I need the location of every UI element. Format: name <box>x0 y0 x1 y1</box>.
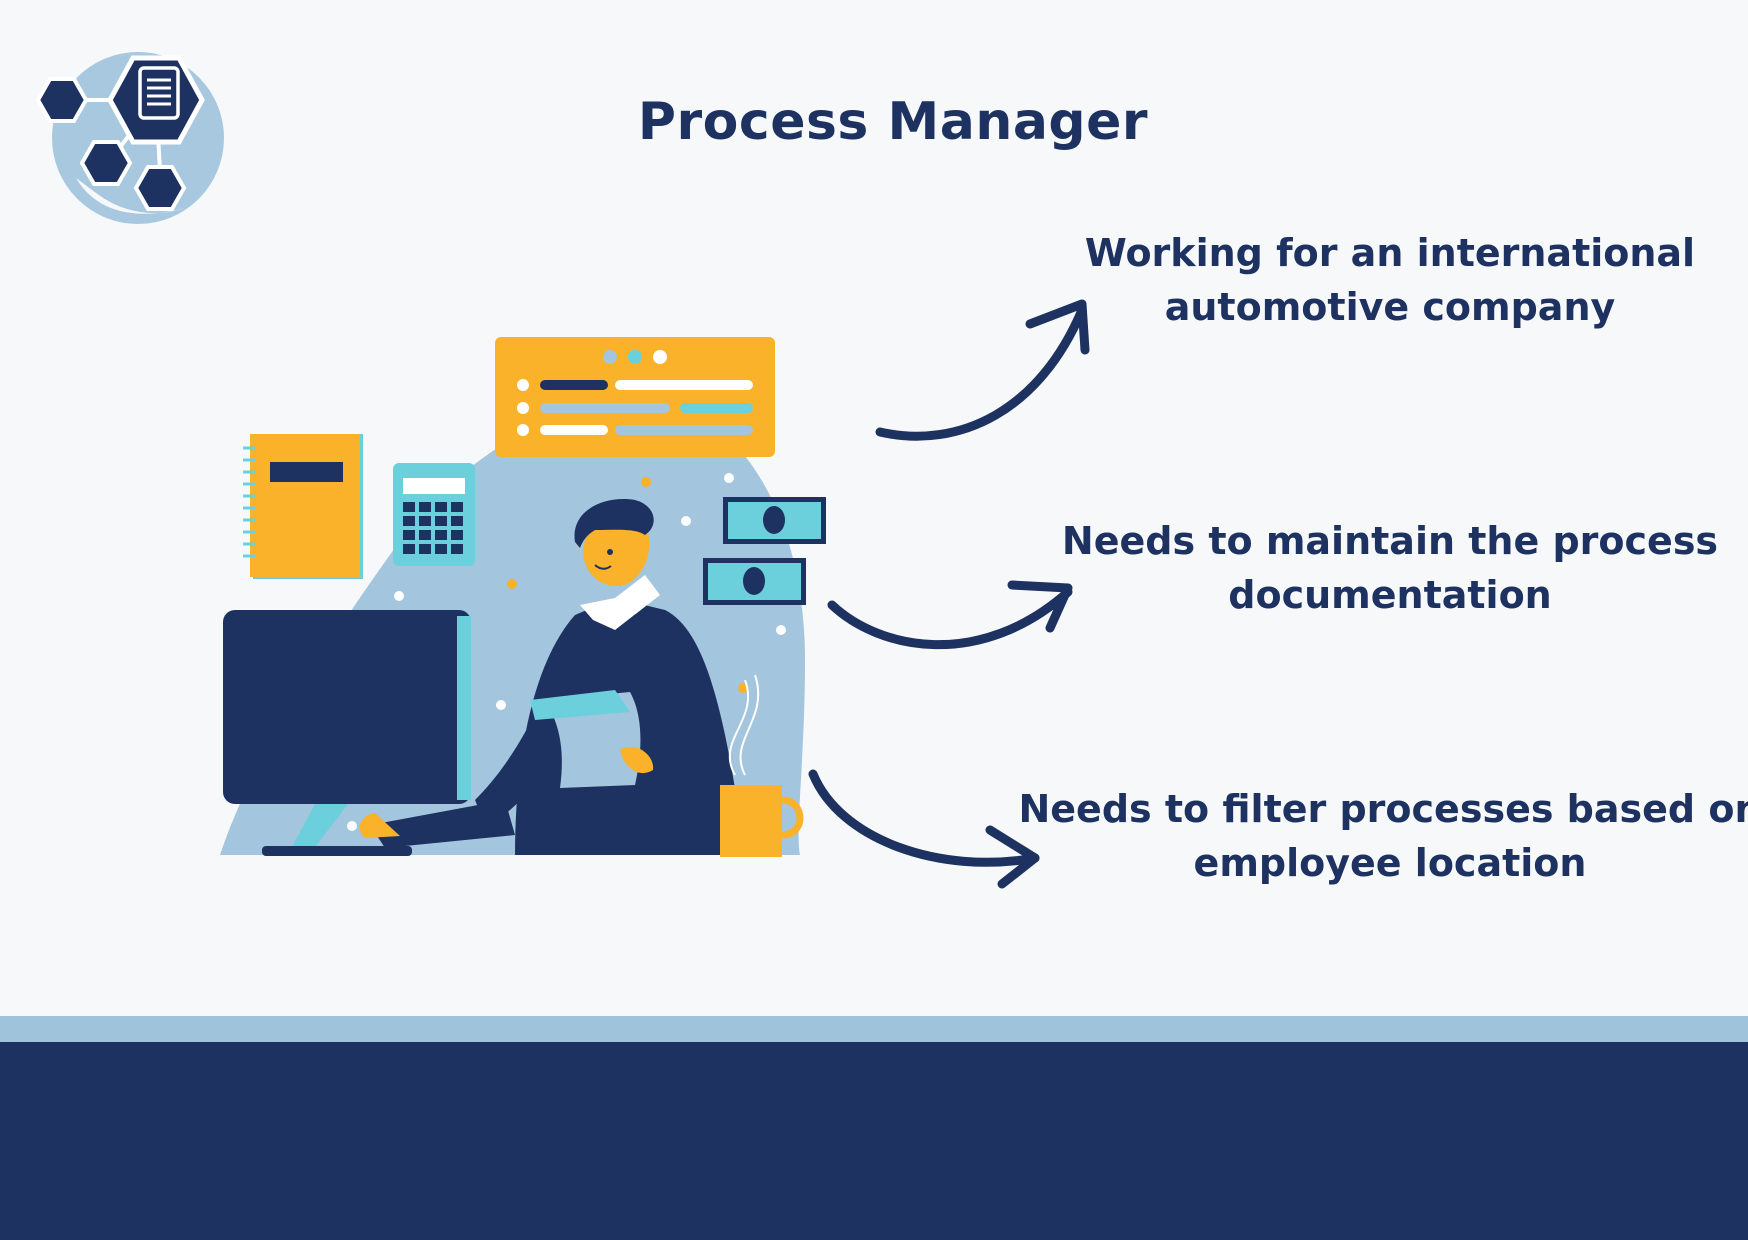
point-line: Needs to maintain the process <box>1061 519 1719 563</box>
point-line: Working for an international <box>1084 231 1696 275</box>
footer-band <box>0 1042 1748 1240</box>
point-line: Needs to filter processes based on <box>1018 787 1748 831</box>
person-at-desk-illustration <box>220 337 826 857</box>
point-filter-processes: Needs to filter processes based on emplo… <box>1010 782 1748 890</box>
footer-accent-band <box>0 1016 1748 1042</box>
point-international-company: Working for an international automotive … <box>1010 226 1748 334</box>
point-line: employee location <box>1193 841 1587 885</box>
arrow-icon <box>808 769 1040 889</box>
point-maintain-documentation: Needs to maintain the process documentat… <box>1010 514 1748 622</box>
point-line: documentation <box>1228 573 1552 617</box>
logo-icon <box>36 52 224 224</box>
page-title: Process Manager <box>637 92 1149 152</box>
point-line: automotive company <box>1164 285 1616 329</box>
